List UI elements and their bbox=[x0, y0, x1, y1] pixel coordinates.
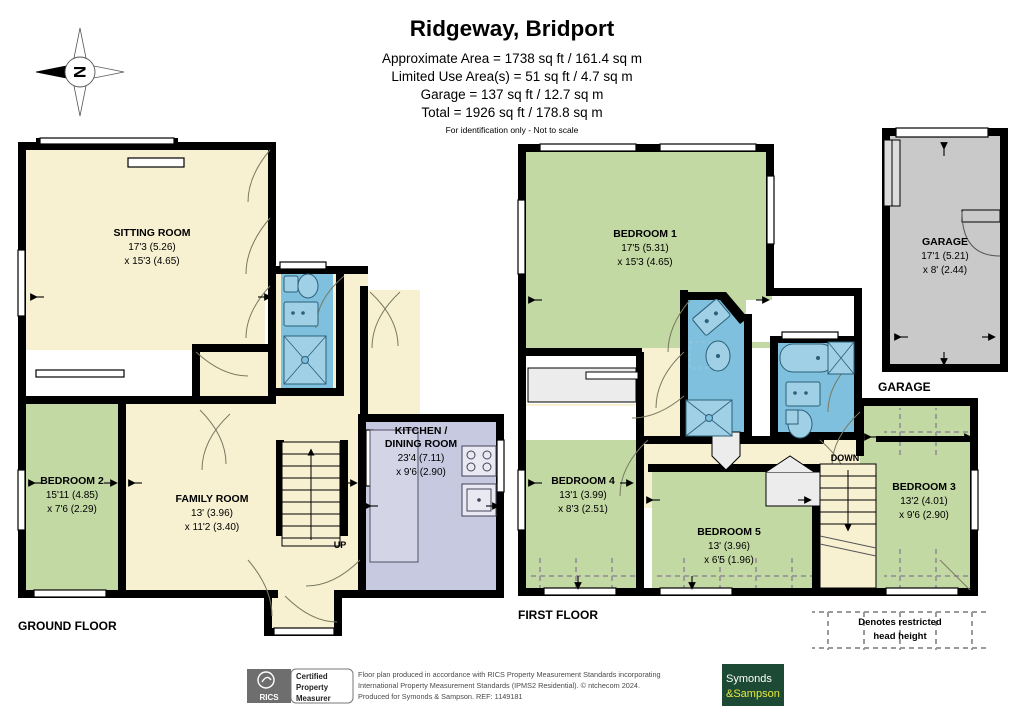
area-line-1: Approximate Area = 1738 sq ft / 161.4 sq… bbox=[382, 51, 642, 66]
cert-line-3: Measurer bbox=[296, 694, 331, 703]
footer-text-1: Floor plan produced in accordance with R… bbox=[358, 670, 661, 679]
agent-name-line-2: &Sampson bbox=[726, 688, 780, 700]
room-label-dining: DINING ROOM bbox=[385, 438, 458, 450]
ground-floor-labels: SITTING ROOM 17'3 (5.26) x 15'3 (4.65) B… bbox=[40, 227, 457, 533]
room-dim2-family-room: x 11'2 (3.40) bbox=[185, 522, 240, 533]
room-label-bedroom-3: BEDROOM 3 bbox=[892, 481, 956, 493]
room-dim1-family-room: 13' (3.96) bbox=[191, 508, 233, 519]
first-floor-labels: BEDROOM 1 17'5 (5.31) x 15'3 (4.65) BEDR… bbox=[551, 228, 956, 566]
room-dim2-sitting-room: x 15'3 (4.65) bbox=[124, 256, 179, 267]
ground-floor-plan: UP SITTING ROOM 17'3 (5.26) x 15'3 (4.65… bbox=[17, 137, 505, 636]
room-label-bedroom-1: BEDROOM 1 bbox=[613, 228, 677, 240]
room-dim1-kitchen: 23'4 (7.11) bbox=[398, 453, 445, 464]
ground-bathroom-fixtures bbox=[283, 273, 327, 385]
stairs-up-label: UP bbox=[334, 540, 347, 550]
ground-floor-windows bbox=[17, 137, 505, 636]
room-label-bedroom-5: BEDROOM 5 bbox=[697, 526, 761, 538]
area-line-4: Total = 1926 sq ft / 178.8 sq m bbox=[421, 105, 602, 120]
staircase-down: DOWN bbox=[819, 453, 877, 589]
identification-note: For identification only - Not to scale bbox=[446, 125, 579, 135]
footer-block: RICS Certified Property Measurer Floor p… bbox=[247, 664, 784, 706]
room-label-garage: GARAGE bbox=[922, 236, 968, 248]
footer-text-2: International Property Measurement Stand… bbox=[358, 681, 640, 690]
room-dim2-bedroom-4: x 8'3 (2.51) bbox=[558, 504, 608, 515]
first-dimension-arrows bbox=[528, 296, 972, 590]
room-dim1-bedroom-1: 17'5 (5.31) bbox=[621, 243, 669, 254]
first-floor-windows bbox=[517, 143, 979, 596]
header-block: Ridgeway, Bridport Approximate Area = 17… bbox=[382, 16, 642, 135]
area-line-2: Limited Use Area(s) = 51 sq ft / 4.7 sq … bbox=[391, 69, 632, 84]
area-line-3: Garage = 137 sq ft / 12.7 sq m bbox=[421, 87, 604, 102]
room-dim1-bedroom-2: 15'11 (4.85) bbox=[46, 490, 98, 501]
compass-north-label: N bbox=[71, 66, 90, 78]
compass-rose: N bbox=[35, 27, 125, 117]
ensuite-fixtures bbox=[685, 298, 733, 437]
floor-label-first: FIRST FLOOR bbox=[518, 608, 598, 622]
ground-floor-door-arcs bbox=[195, 149, 401, 623]
room-dim2-garage: x 8' (2.44) bbox=[923, 265, 967, 276]
restricted-head-height-areas bbox=[528, 408, 976, 592]
cert-line-2: Property bbox=[296, 683, 329, 692]
ground-dimension-arrows bbox=[28, 293, 500, 510]
cert-line-1: Certified bbox=[296, 672, 328, 681]
main-bathroom-fixtures bbox=[779, 341, 855, 439]
agent-name-line-1: Symonds bbox=[726, 673, 772, 685]
floor-label-ground: GROUND FLOOR bbox=[18, 619, 117, 633]
room-label-kitchen: KITCHEN / bbox=[395, 425, 448, 437]
footer-text-3: Produced for Symonds & Sampson. REF: 114… bbox=[358, 692, 523, 701]
restricted-height-legend: Denotes restricted head height bbox=[812, 608, 988, 650]
kitchen-fixtures bbox=[369, 429, 497, 563]
first-floor-plan: DOWN BEDROOM 1 17'5 (5.31) x 15'3 (4.65)… bbox=[517, 143, 979, 622]
rics-logo-text: RICS bbox=[259, 693, 279, 702]
legend-line-1: Denotes restricted bbox=[858, 617, 942, 628]
garage-plan: GARAGE 17'1 (5.21) x 8' (2.44) GARAGE bbox=[878, 127, 1008, 394]
room-dim1-sitting-room: 17'3 (5.26) bbox=[128, 242, 176, 253]
room-label-family-room: FAMILY ROOM bbox=[176, 493, 249, 505]
room-dim2-bedroom-1: x 15'3 (4.65) bbox=[617, 257, 672, 268]
stairs-down-label: DOWN bbox=[831, 453, 860, 463]
staircase-up: UP bbox=[281, 441, 347, 550]
room-dim2-kitchen: x 9'6 (2.90) bbox=[396, 467, 446, 478]
room-dim1-bedroom-5: 13' (3.96) bbox=[708, 541, 750, 552]
floor-label-garage: GARAGE bbox=[878, 380, 931, 394]
legend-line-2: head height bbox=[873, 631, 927, 642]
page-title: Ridgeway, Bridport bbox=[410, 16, 615, 41]
room-dim2-bedroom-2: x 7'6 (2.29) bbox=[47, 504, 97, 515]
room-dim1-bedroom-4: 13'1 (3.99) bbox=[559, 490, 607, 501]
room-dim2-bedroom-5: x 6'5 (1.96) bbox=[704, 555, 754, 566]
room-label-sitting-room: SITTING ROOM bbox=[114, 227, 191, 239]
room-dim1-garage: 17'1 (5.21) bbox=[921, 251, 969, 262]
room-dim1-bedroom-3: 13'2 (4.01) bbox=[900, 496, 948, 507]
room-label-bedroom-2: BEDROOM 2 bbox=[40, 475, 104, 487]
room-dim2-bedroom-3: x 9'6 (2.90) bbox=[899, 510, 949, 521]
room-label-bedroom-4: BEDROOM 4 bbox=[551, 475, 615, 487]
